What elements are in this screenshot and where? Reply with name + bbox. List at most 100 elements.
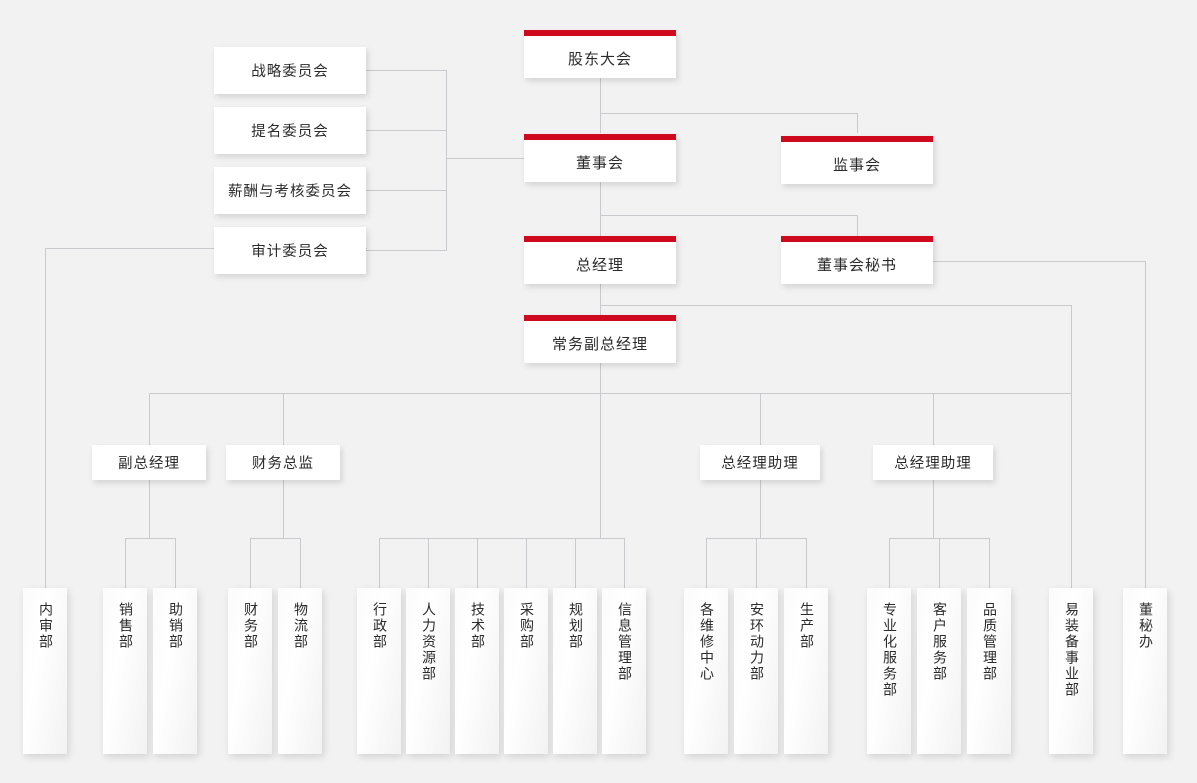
node-board-of-supervisors[interactable]: 监事会: [781, 136, 933, 184]
node-label: 股东大会: [567, 50, 632, 68]
node-label: 审计委员会: [251, 244, 329, 260]
node-board-of-directors[interactable]: 董事会: [524, 134, 676, 182]
line-assistant-1-down: [760, 479, 761, 538]
node-label: 战略委员会: [251, 64, 329, 80]
node-general-manager[interactable]: 总经理: [524, 236, 676, 284]
node-executive-deputy-gm[interactable]: 常务副总经理: [524, 315, 676, 363]
line-drop-pinzhiguanlibu: [989, 538, 990, 588]
line-drop-cfo: [283, 393, 284, 445]
dept-production[interactable]: 生产部: [784, 588, 828, 754]
line-drop-xingzhengbu: [379, 538, 380, 588]
node-label: 董事会秘书: [816, 256, 897, 274]
node-committee-strategy[interactable]: 战略委员会: [214, 47, 366, 94]
line-deputy-gm-bus: [125, 538, 175, 539]
node-label: 监事会: [832, 156, 881, 174]
line-drop-zhuxiaobu: [175, 538, 176, 588]
node-label: 提名委员会: [251, 124, 329, 140]
dept-label: 生产部: [798, 602, 815, 650]
line-drop-zhuanyehuafuwubu: [889, 538, 890, 588]
dept-customer-service[interactable]: 客户服务部: [917, 588, 961, 754]
line-main-manager-bus: [149, 393, 1072, 394]
dept-logistics[interactable]: 物流部: [278, 588, 322, 754]
line-drop-deputy-gm: [149, 393, 150, 445]
dept-sales[interactable]: 销售部: [103, 588, 147, 754]
line-drop-renliziyuanbu: [428, 538, 429, 588]
node-board-secretary[interactable]: 董事会秘书: [781, 236, 933, 284]
dept-label: 规划部: [567, 602, 584, 650]
node-label: 常务副总经理: [551, 335, 648, 353]
dept-technology[interactable]: 技术部: [455, 588, 499, 754]
dept-yizhuangbei-division[interactable]: 易装备事业部: [1049, 588, 1093, 754]
node-gm-assistant-2[interactable]: 总经理助理: [873, 445, 993, 480]
node-label: 总经理: [575, 256, 624, 274]
dept-finance[interactable]: 财务部: [228, 588, 272, 754]
line-drop-assistant-2: [933, 393, 934, 445]
node-shareholders-meeting[interactable]: 股东大会: [524, 30, 676, 78]
line-drop-xinxiguanlibu: [624, 538, 625, 588]
dept-information-management[interactable]: 信息管理部: [602, 588, 646, 754]
line-committee-stub-4: [366, 250, 447, 251]
line-board-down: [600, 113, 601, 133]
line-board-level-bus: [600, 113, 858, 114]
line-committee-stub-1: [366, 70, 447, 71]
line-deputy-down: [600, 363, 601, 393]
line-cfo-down: [283, 479, 284, 538]
dept-board-secretary-office[interactable]: 董秘办: [1123, 588, 1167, 754]
dept-maintenance-centers[interactable]: 各维修中心: [684, 588, 728, 754]
line-drop-kehufuwubu: [939, 538, 940, 588]
line-drop-shengchanbu: [806, 538, 807, 588]
line-mid-departments-bus: [379, 538, 625, 539]
line-drop-assistant-1: [760, 393, 761, 445]
dept-label: 行政部: [371, 602, 388, 650]
node-label: 总经理助理: [894, 456, 972, 472]
line-committee-stub-2: [366, 130, 447, 131]
line-drop-gewxzhongxin: [706, 538, 707, 588]
dept-label: 助销部: [167, 602, 184, 650]
line-drop-yizhuangbei: [1071, 305, 1072, 588]
dept-administration[interactable]: 行政部: [357, 588, 401, 754]
line-shareholders-down: [600, 78, 601, 114]
dept-planning[interactable]: 规划部: [553, 588, 597, 754]
dept-safety-environment-power[interactable]: 安环动力部: [734, 588, 778, 754]
node-gm-assistant-1[interactable]: 总经理助理: [700, 445, 820, 480]
node-deputy-general-manager[interactable]: 副总经理: [92, 445, 206, 480]
dept-label: 董秘办: [1137, 602, 1154, 650]
dept-label: 内审部: [37, 602, 54, 650]
line-gm-to-deputy: [600, 284, 601, 315]
line-gm-level-bus: [600, 215, 858, 216]
node-label: 财务总监: [252, 456, 314, 472]
dept-sales-support[interactable]: 助销部: [153, 588, 197, 754]
line-drop-neishenbu: [45, 248, 46, 588]
dept-label: 财务部: [242, 602, 259, 650]
dept-label: 专业化服务部: [881, 602, 898, 698]
dept-label: 品质管理部: [981, 602, 998, 682]
line-secretary-right: [933, 261, 1146, 262]
dept-label: 客户服务部: [931, 602, 948, 682]
line-drop-caiwubu: [250, 538, 251, 588]
line-drop-anhuandonglibu: [756, 538, 757, 588]
line-assistant-2-down: [933, 479, 934, 538]
line-supervisors-down: [857, 113, 858, 133]
node-committee-nomination[interactable]: 提名委员会: [214, 107, 366, 154]
node-committee-compensation[interactable]: 薪酬与考核委员会: [214, 167, 366, 214]
line-audit-left: [45, 248, 367, 249]
line-committee-bus: [446, 70, 447, 250]
dept-label: 安环动力部: [748, 602, 765, 682]
dept-label: 销售部: [117, 602, 134, 650]
line-committee-to-board: [446, 158, 524, 159]
node-committee-audit[interactable]: 审计委员会: [214, 227, 366, 274]
node-label: 薪酬与考核委员会: [228, 184, 352, 200]
dept-procurement[interactable]: 采购部: [504, 588, 548, 754]
dept-quality-management[interactable]: 品质管理部: [967, 588, 1011, 754]
line-drop-dongmiban: [1145, 261, 1146, 588]
dept-internal-audit[interactable]: 内审部: [23, 588, 67, 754]
dept-label: 各维修中心: [698, 602, 715, 682]
dept-human-resources[interactable]: 人力资源部: [406, 588, 450, 754]
line-drop-jishubu: [477, 538, 478, 588]
dept-professional-services[interactable]: 专业化服务部: [867, 588, 911, 754]
dept-label: 技术部: [469, 602, 486, 650]
dept-label: 物流部: [292, 602, 309, 650]
node-cfo[interactable]: 财务总监: [226, 445, 340, 480]
node-label: 董事会: [575, 154, 624, 172]
